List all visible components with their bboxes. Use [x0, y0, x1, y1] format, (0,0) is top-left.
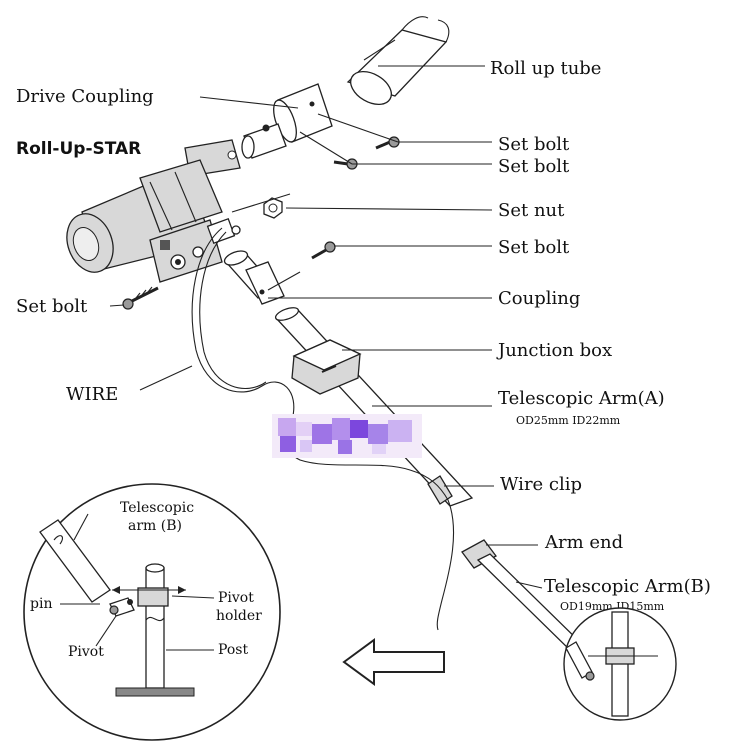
- label-wire-clip: Wire clip: [500, 474, 582, 495]
- roll-up-star-motor: [66, 139, 241, 283]
- inset-detail: [23, 483, 281, 741]
- inset-label-post: Post: [218, 642, 248, 658]
- label-arm-end: Arm end: [544, 532, 623, 553]
- label-telescopic-arm-b-spec: OD19mm ID15mm: [560, 600, 665, 613]
- label-set-bolt-left: Set bolt: [16, 296, 88, 317]
- wire: [191, 227, 455, 631]
- arm-end: [461, 539, 497, 569]
- drive-coupling: [241, 83, 333, 159]
- inset-label-pivot-holder-2: holder: [216, 608, 262, 624]
- label-set-nut: Set nut: [498, 200, 565, 221]
- label-set-bolt-3: Set bolt: [498, 237, 570, 258]
- label-telescopic-arm-a: Telescopic Arm(A): [498, 388, 665, 409]
- inset-label-arm-b-1: Telescopic: [120, 500, 194, 516]
- set-bolt-coupling: [311, 241, 336, 260]
- leader-lines: [109, 65, 543, 589]
- label-roll-up-tube: Roll up tube: [490, 58, 601, 79]
- label-set-bolt-1: Set bolt: [498, 134, 570, 155]
- blurred-watermark: [272, 414, 422, 458]
- inset-label-arm-b-2: arm (B): [128, 518, 182, 534]
- label-junction-box: Junction box: [496, 340, 612, 361]
- inset-label-pivot-holder-1: Pivot: [218, 590, 254, 606]
- junction-box: [291, 339, 362, 395]
- label-telescopic-arm-a-spec: OD25mm ID22mm: [516, 414, 621, 427]
- label-roll-up-star: Roll-Up-STAR: [16, 139, 141, 159]
- coupling: [223, 250, 285, 305]
- detail-circle-small: [563, 607, 677, 721]
- inset-label-pin: pin: [30, 596, 52, 612]
- label-set-bolt-2: Set bolt: [498, 156, 570, 177]
- label-telescopic-arm-b: Telescopic Arm(B): [544, 576, 711, 597]
- left-arrow-icon: [342, 638, 445, 686]
- set-nut: [263, 197, 283, 219]
- set-bolt-motor: [122, 286, 159, 310]
- label-drive-coupling: Drive Coupling: [16, 86, 154, 107]
- roll-up-tube: [346, 16, 450, 106]
- label-coupling: Coupling: [498, 288, 580, 309]
- inset-label-pivot: Pivot: [68, 644, 104, 660]
- label-wire: WIRE: [66, 384, 118, 405]
